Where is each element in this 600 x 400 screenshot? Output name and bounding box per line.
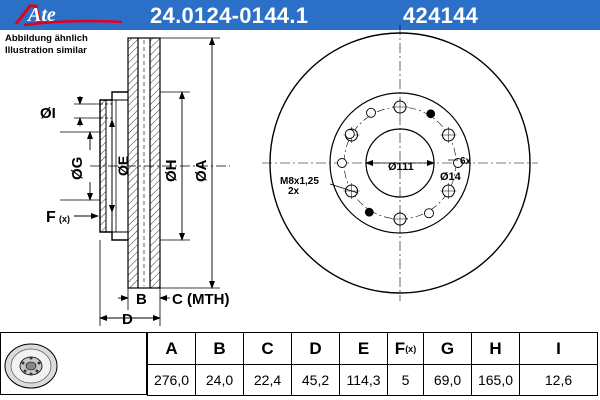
header-d: D — [291, 332, 340, 365]
label-f-suffix: (x) — [59, 214, 70, 224]
header-bar: Ate 24.0124-0144.1 424144 — [0, 0, 600, 30]
threaded-hole — [364, 207, 374, 217]
label-thread: M8x1,25 — [280, 176, 319, 187]
specification-table: A B C D E F(x) G H I 276,0 24,0 22,4 45,… — [147, 332, 598, 396]
reference-number: 424144 — [403, 3, 479, 28]
label-e: ØE — [115, 156, 131, 176]
side-section-view: ØI ØG ØE ØH ØA F (x) B C (MTH) D — [40, 37, 230, 328]
disc-thumbnail — [4, 343, 58, 389]
hat-hole — [424, 208, 434, 219]
caption-german: Abbildung ähnlich — [5, 33, 88, 44]
value-d: 45,2 — [291, 364, 340, 396]
label-a: ØA — [193, 159, 210, 182]
label-holes-count: 6x — [460, 156, 472, 167]
header-c: C — [243, 332, 292, 365]
label-thread-count: 2x — [288, 186, 300, 197]
label-b: B — [136, 291, 147, 308]
table-header-row: A B C D E F(x) G H I — [147, 332, 598, 365]
value-h: 165,0 — [471, 364, 520, 396]
value-g: 69,0 — [423, 364, 472, 396]
header-e: E — [339, 332, 388, 365]
label-g: ØG — [69, 157, 86, 180]
header-h: H — [471, 332, 520, 365]
header-f-suffix: (x) — [405, 343, 417, 354]
value-e: 114,3 — [339, 364, 388, 396]
value-f: 5 — [387, 364, 424, 396]
ate-logo: Ate — [14, 4, 123, 27]
value-i: 12,6 — [519, 364, 598, 396]
label-holes-dia: Ø14 — [440, 171, 462, 183]
thumbnail-box — [0, 332, 147, 395]
table-value-row: 276,0 24,0 22,4 45,2 114,3 5 69,0 165,0 … — [147, 364, 598, 396]
label-f: F — [46, 209, 56, 226]
svg-text:Ate: Ate — [26, 4, 56, 26]
header-b: B — [195, 332, 244, 365]
friction-ring-right — [149, 37, 161, 289]
label-c: C (MTH) — [172, 291, 229, 308]
part-number: 24.0124-0144.1 — [150, 3, 309, 28]
hat-hole — [337, 158, 347, 168]
bolt-holes — [337, 99, 463, 227]
value-c: 22,4 — [243, 364, 292, 396]
front-view: Ø111 6x Ø14 M8x1,25 2x — [262, 25, 538, 301]
hat-hole — [453, 158, 463, 168]
value-a: 276,0 — [147, 364, 196, 396]
label-i: ØI — [40, 105, 56, 122]
threaded-hole — [426, 109, 436, 119]
header-f: F(x) — [387, 332, 424, 365]
hat-hole — [344, 129, 355, 139]
value-b: 24,0 — [195, 364, 244, 396]
technical-drawing: ØI ØG ØE ØH ØA F (x) B C (MTH) D Ø111 6x… — [40, 25, 538, 328]
caption-english: Illustration similar — [5, 45, 87, 56]
label-h: ØH — [163, 160, 180, 183]
header-f-letter: F — [394, 338, 406, 358]
hat-hole — [366, 107, 376, 118]
header-i: I — [519, 332, 598, 365]
header-a: A — [147, 332, 196, 365]
label-d: D — [122, 311, 133, 328]
header-g: G — [423, 332, 472, 365]
label-pcd: Ø111 — [388, 161, 414, 173]
